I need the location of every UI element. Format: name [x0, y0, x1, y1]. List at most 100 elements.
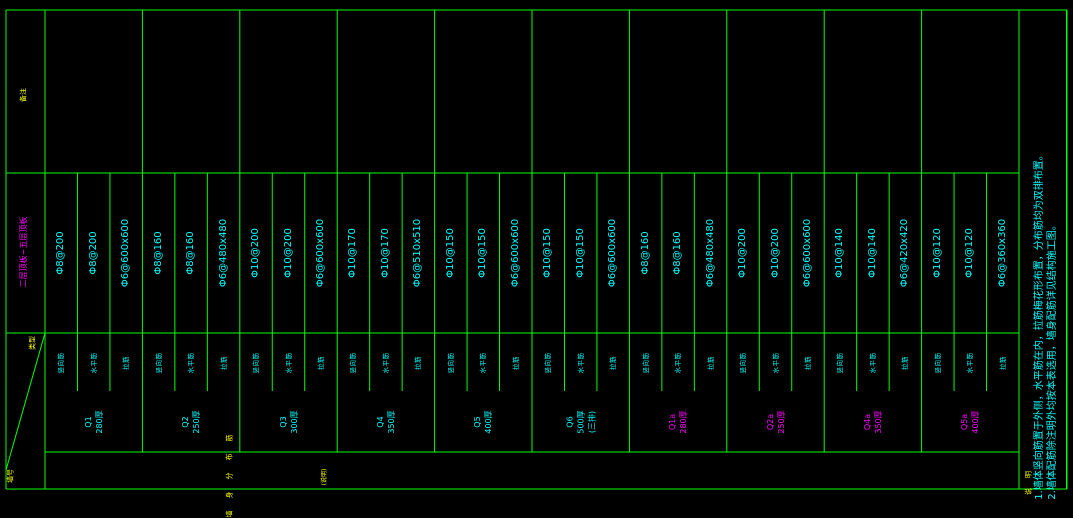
rebar-spec: Φ10@200: [250, 228, 262, 278]
wall-id: Q3: [278, 416, 288, 428]
wall-thickness: 500厚: [576, 410, 586, 434]
note-line-1: 1.墙体竖向筋置于外侧，水平筋在内，拉筋梅花形布置，分布筋均为双排布置。: [1034, 150, 1045, 500]
wall-id: Q2: [181, 416, 191, 428]
wall-thickness: 350厚: [386, 410, 396, 434]
rebar-spec: Φ10@140: [866, 228, 878, 278]
wall-thickness: 280厚: [94, 410, 104, 434]
rebar-type: 水平筋: [966, 352, 975, 374]
note-line-2: 2.墙体配筋除注明外均按本表选用，墙身配筋详见结构施工图。: [1047, 220, 1058, 500]
wall-id: Q6: [565, 416, 575, 428]
rebar-type: 拉筋: [998, 356, 1007, 370]
notes-title: 说明: [1024, 461, 1033, 495]
type-header: 类型: [28, 336, 37, 350]
rebar-type: 拉筋: [803, 356, 812, 370]
rebar-type: 拉筋: [414, 356, 423, 370]
rebar-spec: Φ6@510x510: [412, 218, 424, 288]
rebar-spec: Φ10@150: [542, 228, 554, 278]
rebar-spec: Φ10@150: [477, 228, 489, 278]
rebar-type: 竖向筋: [349, 352, 358, 374]
floor-range-header: 二层顶板~五层顶板: [19, 216, 28, 288]
rebar-spec: Φ10@200: [737, 228, 749, 278]
rebar-spec: Φ8@160: [152, 231, 164, 275]
rebar-type: 竖向筋: [154, 352, 163, 374]
rebar-type: 拉筋: [608, 356, 617, 370]
rebar-spec: Φ8@200: [87, 231, 99, 275]
remarks-header: 备注: [19, 88, 28, 102]
wall-reinforcement-table: 备注 二层顶板~五层顶板 类型 墙号 墙身分布筋 (说明) Φ8@200 竖向筋 Φ…: [5, 9, 1068, 518]
rebar-spec: Φ8@160: [639, 231, 651, 275]
rebar-type: 竖向筋: [446, 352, 455, 374]
bottom-row-label: 墙身分布筋: [225, 422, 234, 518]
rebar-type: 水平筋: [771, 352, 780, 374]
rebar-type: 拉筋: [316, 356, 325, 370]
rebar-spec: Φ6@420x420: [899, 218, 911, 288]
rebar-spec: Φ8@160: [185, 231, 197, 275]
rebar-type: 水平筋: [576, 352, 585, 374]
rebar-type: 竖向筋: [56, 352, 65, 374]
rebar-spec: Φ6@600x600: [509, 218, 521, 288]
rebar-type: 拉筋: [219, 356, 228, 370]
rebar-spec: Φ6@600x600: [314, 218, 326, 288]
rebar-spec: Φ8@160: [672, 231, 684, 275]
rebar-type: 水平筋: [479, 352, 488, 374]
rebar-type: 竖向筋: [933, 352, 942, 374]
rebar-type: 水平筋: [868, 352, 877, 374]
rebar-spec: Φ6@480x480: [704, 218, 716, 288]
rebar-spec: Φ6@600x600: [801, 218, 813, 288]
rebar-type: 水平筋: [673, 352, 682, 374]
rebar-type: 水平筋: [89, 352, 98, 374]
rebar-type: 竖向筋: [251, 352, 260, 374]
bottom-row-note: (说明): [321, 468, 328, 486]
rebar-type: 竖向筋: [738, 352, 747, 374]
wall-id: Q1a: [668, 413, 678, 431]
wall-id: Q4a: [862, 413, 872, 431]
wall-note: (三排): [587, 410, 597, 434]
rebar-spec: Φ10@150: [574, 228, 586, 278]
rebar-spec: Φ10@170: [379, 228, 391, 278]
rebar-type: 竖向筋: [641, 352, 650, 374]
rebar-spec: Φ6@600x600: [607, 218, 619, 288]
rebar-spec: Φ6@360x360: [996, 218, 1008, 288]
rebar-spec: Φ10@170: [347, 228, 359, 278]
rebar-spec: Φ6@600x600: [120, 218, 132, 288]
rebar-type: 水平筋: [186, 352, 195, 374]
wall-id: Q2a: [765, 413, 775, 431]
table-grid: [5, 9, 1068, 490]
rebar-type: 拉筋: [706, 356, 715, 370]
rebar-spec: Φ10@200: [769, 228, 781, 278]
rebar-spec: Φ10@140: [834, 228, 846, 278]
wall-id: Q4: [375, 416, 385, 428]
wall-thickness: 250厚: [192, 410, 202, 434]
rebar-spec: Φ8@200: [55, 231, 67, 275]
rebar-type: 拉筋: [121, 356, 130, 370]
note-list: 1.墙体竖向筋置于外侧，水平筋在内，拉筋梅花形布置，分布筋均为双排布置。 2.墙…: [1033, 150, 1059, 500]
rebar-type: 拉筋: [901, 356, 910, 370]
rebar-spec: Φ10@150: [444, 228, 456, 278]
wall-number-header: 墙号: [6, 469, 15, 483]
rebar-type: 水平筋: [284, 352, 293, 374]
wall-thickness: 400厚: [971, 410, 981, 434]
rebar-spec: Φ10@200: [282, 228, 294, 278]
wall-thickness: 400厚: [484, 410, 494, 434]
wall-id: Q5: [473, 416, 483, 428]
rebar-spec: Φ10@120: [931, 228, 943, 278]
rebar-type: 竖向筋: [543, 352, 552, 374]
rebar-type: 竖向筋: [836, 352, 845, 374]
grid-line: [5, 332, 46, 471]
wall-id: Q1: [83, 416, 93, 428]
wall-thickness: 280厚: [679, 410, 689, 434]
wall-thickness: 350厚: [873, 410, 883, 434]
rebar-type: 水平筋: [381, 352, 390, 374]
rebar-spec: Φ10@120: [964, 228, 976, 278]
rebar-type: 拉筋: [511, 356, 520, 370]
